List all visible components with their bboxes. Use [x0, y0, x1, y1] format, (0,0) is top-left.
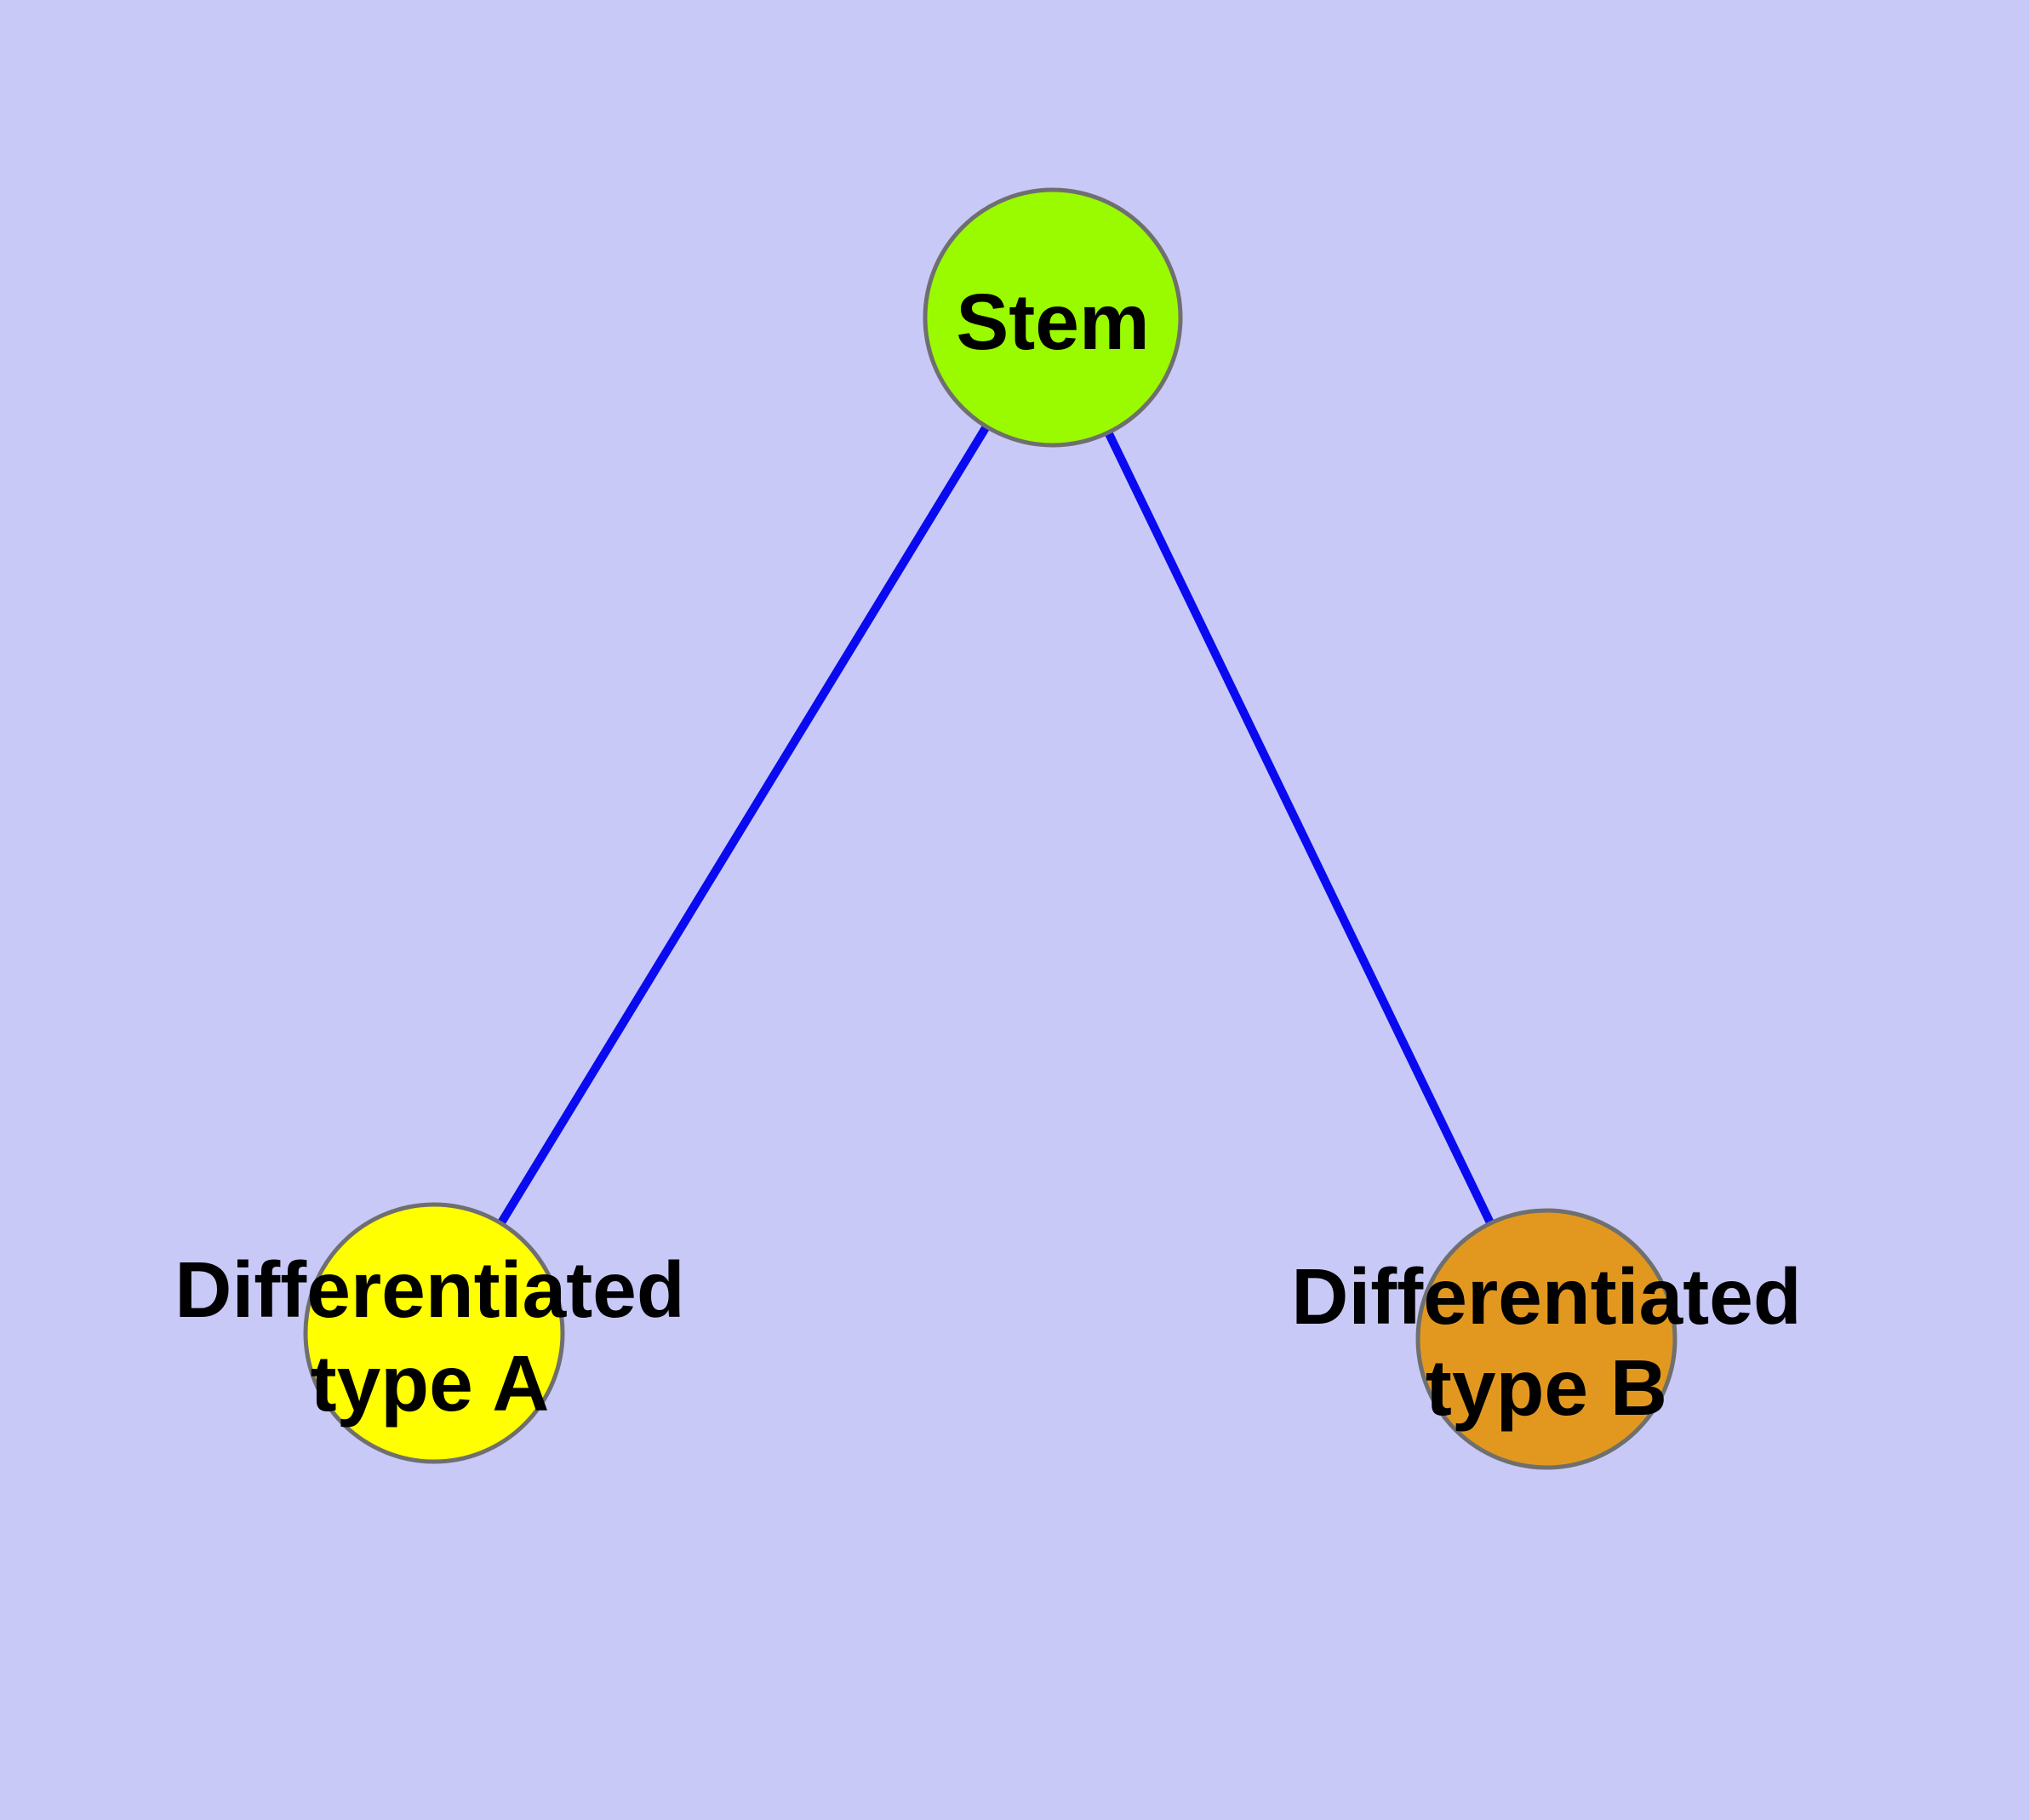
node-differentiated-type-a[interactable] — [303, 1202, 565, 1464]
edge-stem-to-type-b[interactable] — [1049, 315, 1551, 1342]
edge-stem-to-type-a[interactable] — [430, 315, 1057, 1336]
node-differentiated-type-a-label-line2: type A — [311, 1339, 550, 1428]
node-differentiated-type-b-label-line1: Differentiated — [1291, 1252, 1801, 1341]
node-stem[interactable] — [923, 187, 1183, 448]
node-stem-label: Stem — [956, 278, 1149, 366]
node-differentiated-type-b[interactable] — [1415, 1208, 1677, 1470]
node-differentiated-type-a-label-line1: Differentiated — [174, 1245, 684, 1334]
node-differentiated-type-b-label-line2: type B — [1426, 1343, 1667, 1432]
